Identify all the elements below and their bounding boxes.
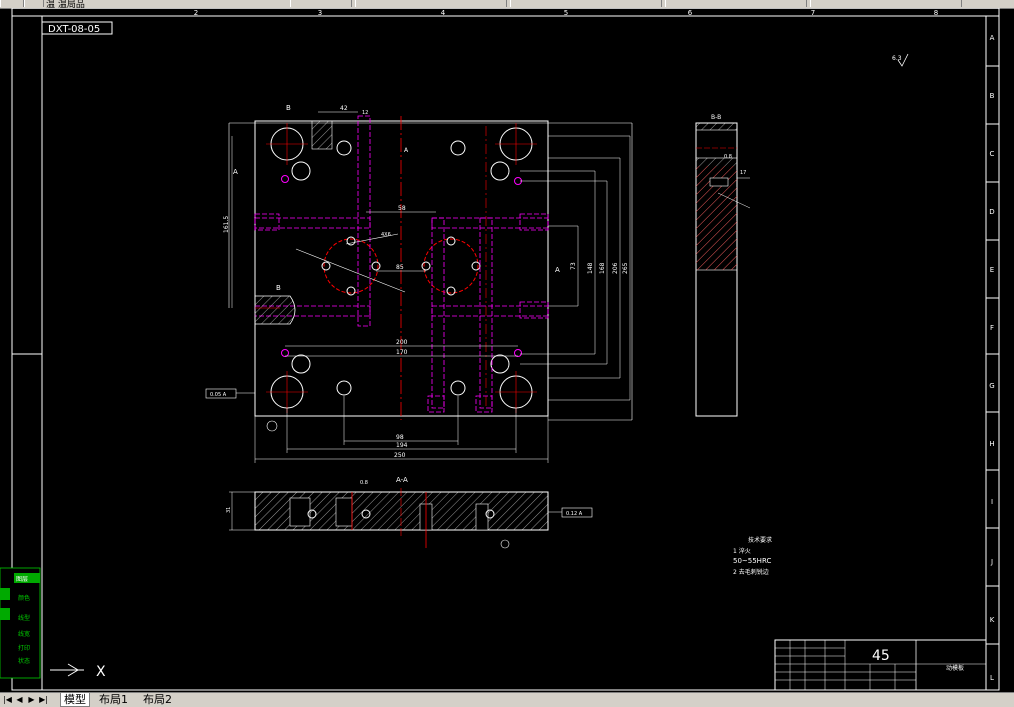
section-mark-b-side: B [276, 284, 281, 292]
grid-row-i: I [991, 498, 993, 506]
dim-250: 250 [394, 452, 406, 459]
title-part-name: 动模板 [946, 664, 964, 672]
datum-symbol [500, 539, 510, 549]
dim-85: 85 [396, 264, 404, 271]
grid-col-6: 6 [688, 9, 693, 17]
grid-row-j: J [990, 558, 993, 566]
layer-panel-item-5[interactable]: 状态 [18, 657, 30, 665]
section-mark-a-left: A [233, 168, 238, 176]
layer-panel-item-1[interactable]: 颜色 [18, 594, 30, 602]
grid-col-5: 5 [564, 9, 568, 17]
toolbar-dropdown-linetype[interactable] [355, 0, 507, 7]
dim-58: 58 [398, 205, 406, 212]
layout-tab-bar: |◀ ◀ ▶ ▶| 模型 布局1 布局2 [0, 692, 1014, 707]
drawing-code: DXT-08-05 [48, 24, 100, 35]
dim-73: 73 [570, 262, 577, 270]
toolbar-dropdown-lineweight[interactable] [510, 0, 662, 7]
tab-layout2[interactable]: 布局2 [143, 693, 172, 706]
roughness-aa: 0.8 [360, 480, 368, 486]
grid-row-f: F [990, 324, 994, 332]
tech-req-2: 2 去毛刺锐边 [733, 568, 769, 576]
section-bb-view: B-B 17 0.8 [695, 114, 751, 417]
dim-168: 168 [599, 262, 606, 274]
grid-row-b: B [990, 92, 995, 100]
grid-row-l: L [990, 674, 994, 682]
toolbar-title: 温 温局品 [46, 0, 85, 10]
section-aa-label: A-A [396, 476, 408, 484]
dim-200: 200 [396, 339, 408, 346]
title-block: 45 动模板 [774, 639, 987, 691]
dim-161-5: 161.5 [223, 216, 230, 233]
tolerance-left: 0.05 A [210, 392, 227, 398]
roughness-value: 6.3 [892, 55, 902, 62]
section-mark-a-right: A [555, 266, 560, 274]
layer-panel-item-0[interactable]: 图层 [16, 576, 28, 583]
nav-prev-button[interactable]: ◀ [16, 695, 23, 704]
datum-b-symbol [266, 420, 278, 432]
grid-row-c: C [990, 150, 995, 158]
grid-row-a: A [990, 34, 995, 42]
grid-row-d: D [989, 208, 994, 216]
dim-206: 206 [612, 262, 619, 274]
nav-last-button[interactable]: ▶| [39, 695, 48, 704]
layer-panel-item-2[interactable]: 线型 [18, 614, 30, 622]
layer-panel-item-4[interactable]: 打印 [18, 644, 30, 652]
grid-col-8: 8 [934, 9, 938, 17]
section-aa-view: A-A 31 0.12 A 0.8 [226, 476, 593, 549]
grid-row-h: H [989, 440, 994, 448]
technical-requirements: 技术要求 1 淬火 50~55HRC 2 去毛刺锐边 [733, 536, 772, 576]
dim-148: 148 [587, 262, 594, 274]
grid-col-7: 7 [811, 9, 815, 17]
dim-4x6: 4X6 [381, 232, 391, 238]
dim-12: 12 [362, 110, 368, 116]
toolbar-button-layer[interactable] [0, 0, 24, 7]
dim-98: 98 [396, 434, 404, 441]
grid-col-4: 4 [441, 9, 446, 17]
title-material: 45 [872, 648, 890, 664]
grid-col-3: 3 [318, 9, 322, 17]
grid-row-k: K [990, 616, 995, 624]
section-bb-label: B-B [711, 114, 721, 121]
dim-265: 265 [622, 262, 629, 274]
ucs-icon: X [50, 663, 106, 680]
section-mark-b-top: B [286, 104, 291, 112]
dim-194: 194 [396, 442, 408, 449]
tab-model[interactable]: 模型 [60, 693, 90, 707]
toolbar-dropdown-1[interactable] [290, 0, 352, 7]
section-mark-a-top: A [404, 147, 409, 154]
tech-req-1: 1 淬火 [733, 547, 751, 555]
roughness-bb: 0.8 [724, 154, 732, 160]
roughness-symbol [897, 53, 909, 67]
drawing-canvas[interactable]: 2 3 4 5 6 7 8 A B C D E F G H I J K L DX… [0, 7, 1014, 692]
outer-frame [11, 7, 1000, 691]
dim-42: 42 [340, 105, 348, 112]
cad-drawing[interactable]: 2 3 4 5 6 7 8 A B C D E F G H I J K L DX… [0, 7, 1014, 692]
toolbar-dropdown-plotstyle[interactable] [810, 0, 962, 7]
nav-first-button[interactable]: |◀ [3, 695, 12, 704]
dim-31: 31 [226, 507, 232, 513]
plan-view: 42 12 58 85 4X6 200 170 98 194 250 73 14… [205, 104, 633, 463]
tolerance-right: 0.12 A [566, 511, 583, 517]
tab-layout1[interactable]: 布局1 [99, 693, 128, 706]
toolbar-dropdown-color[interactable] [665, 0, 807, 7]
toolbar-button-layer2[interactable] [24, 0, 44, 7]
svg-text:X: X [96, 664, 106, 680]
dim-17: 17 [740, 170, 746, 176]
tech-req-hrc: 50~55HRC [733, 557, 771, 565]
tech-req-title: 技术要求 [748, 536, 772, 544]
grid-col-2: 2 [194, 9, 198, 17]
layer-panel[interactable]: 图层 颜色 线型 线宽 打印 状态 [0, 567, 41, 679]
dim-170: 170 [396, 349, 408, 356]
grid-row-g: G [989, 382, 994, 390]
layer-panel-item-3[interactable]: 线宽 [18, 630, 30, 638]
grid-row-labels: A B C D E F G H I J K L [989, 34, 994, 682]
grid-column-labels: 2 3 4 5 6 7 8 [194, 9, 938, 17]
grid-row-e: E [990, 266, 994, 274]
nav-next-button[interactable]: ▶ [28, 695, 35, 704]
